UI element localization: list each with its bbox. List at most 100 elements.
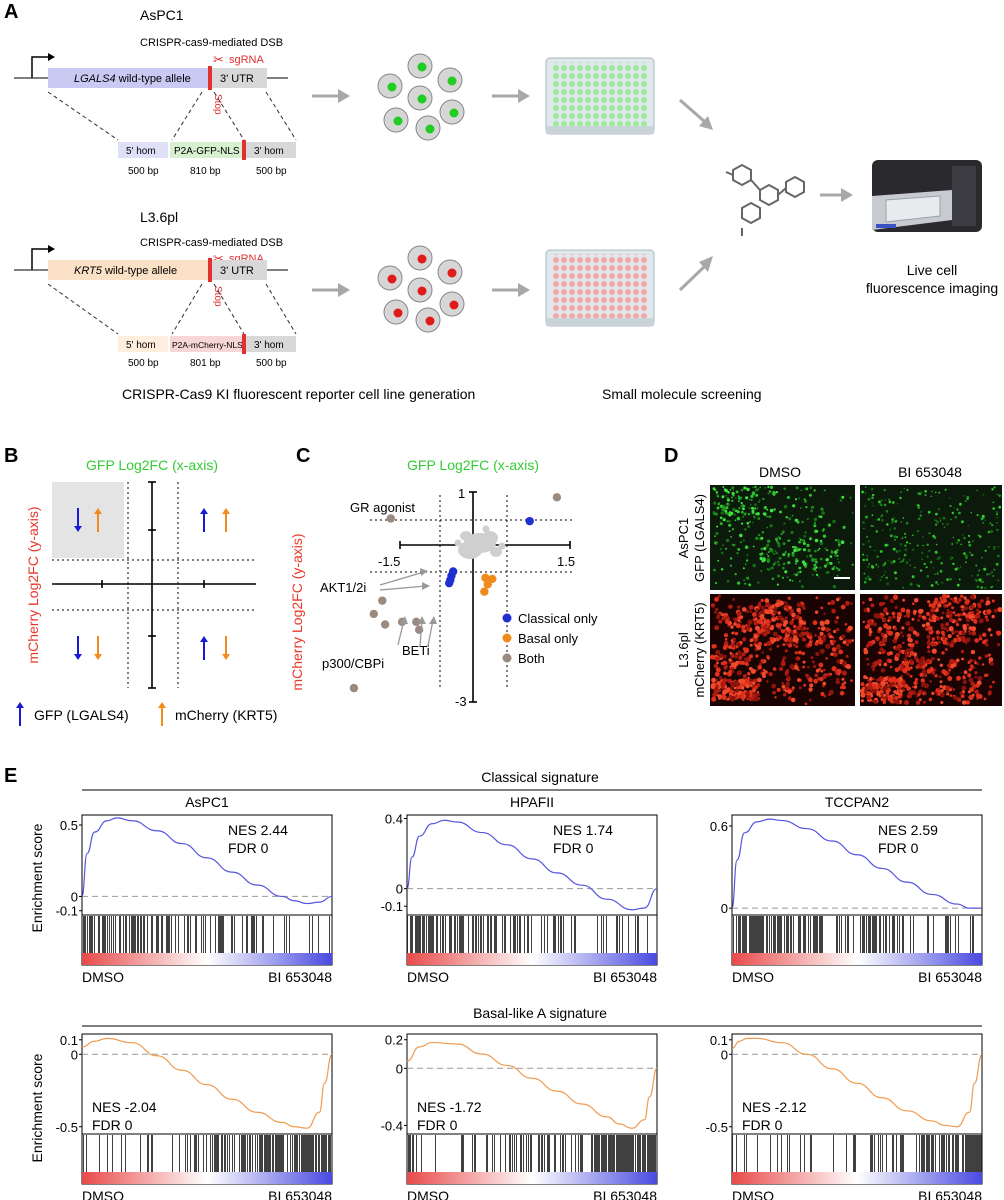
- cell-spot: [807, 666, 810, 669]
- cell-spot: [952, 695, 958, 700]
- cell-spot: [927, 650, 931, 653]
- col-label-bi: BI 653048: [898, 464, 962, 480]
- cell-spot: [860, 699, 865, 703]
- cell-spot: [717, 503, 720, 506]
- cell-spot: [762, 558, 767, 562]
- cell-spot: [888, 683, 893, 688]
- scatter-point-both: [369, 609, 378, 619]
- legend-gfp-label: GFP (LGALS4): [34, 707, 129, 723]
- cell-spot: [997, 554, 1000, 558]
- cell-spot: [803, 548, 806, 552]
- cell-spot: [819, 620, 825, 627]
- cell-spot: [743, 539, 745, 542]
- cell-spot: [836, 668, 842, 675]
- cell-spot: [775, 539, 779, 543]
- cell-spot: [840, 540, 845, 544]
- cell-spot: [906, 613, 911, 618]
- cell-spot: [761, 651, 764, 654]
- cell-nucleus: [417, 254, 427, 264]
- sgrna-label: sgRNA: [229, 54, 265, 66]
- cell-spot: [842, 685, 846, 690]
- cell-spot: [920, 678, 925, 683]
- cell-spot: [823, 694, 827, 698]
- cell-spot: [785, 681, 790, 687]
- cell-spot: [756, 645, 762, 651]
- cell-spot: [875, 519, 878, 521]
- cell-spot: [957, 597, 962, 603]
- cell-spot: [934, 573, 936, 575]
- cell-spot: [939, 663, 943, 667]
- cell-spot: [894, 635, 899, 640]
- x-label-right: BI 653048: [593, 1188, 657, 1200]
- cell-spot: [912, 630, 917, 635]
- cell-spot: [939, 685, 943, 688]
- cell-spot: [865, 554, 869, 557]
- es-ylabel-top: Enrichment score: [29, 823, 45, 932]
- cell-spot: [809, 683, 814, 688]
- fdr-label: FDR 0: [228, 840, 269, 856]
- arrowhead-icon: [74, 654, 82, 660]
- cell-spot: [836, 659, 841, 664]
- cell-nucleus: [417, 94, 427, 104]
- cell-spot: [756, 507, 759, 510]
- cell-spot: [912, 689, 916, 693]
- cell-spot: [923, 562, 926, 566]
- cell-spot: [949, 658, 955, 665]
- arrowhead-icon: [518, 283, 530, 297]
- cell-spot: [731, 496, 733, 499]
- cell-spot: [911, 548, 915, 551]
- cell-spot: [978, 656, 982, 660]
- cell-spot: [749, 638, 754, 643]
- cell-spot: [771, 550, 774, 553]
- cell-spot: [729, 651, 733, 655]
- cell-spot: [737, 691, 741, 696]
- insert-stop: [242, 334, 246, 354]
- dash-right-outer: [265, 283, 297, 335]
- cell-spot: [782, 530, 785, 533]
- allele-suffix: wild-type allele: [116, 73, 191, 85]
- cell-spot: [740, 505, 743, 508]
- cell-spot: [733, 622, 737, 626]
- cell-spot: [930, 656, 935, 661]
- cell-spot: [981, 556, 983, 559]
- cell-spot: [831, 647, 837, 652]
- cell-nucleus: [449, 300, 459, 310]
- cell-spot: [781, 629, 785, 634]
- cell-spot: [959, 613, 963, 617]
- akt-label: AKT1/2i: [320, 580, 366, 595]
- cell-spot: [909, 674, 913, 678]
- cell-spot: [935, 512, 938, 516]
- cell-spot: [798, 497, 801, 500]
- cell-spot: [894, 605, 898, 610]
- cell-spot: [905, 621, 911, 627]
- y-tick-label: 0.5: [60, 818, 78, 833]
- cell-nucleus: [447, 76, 457, 86]
- cell-spot: [724, 637, 728, 641]
- cell-spot: [947, 670, 951, 673]
- cell-spot: [731, 667, 735, 670]
- cell-spot: [944, 648, 948, 651]
- insert-box: [170, 142, 242, 158]
- hom5-box: [118, 336, 168, 352]
- cell-spot: [793, 616, 797, 620]
- cell-spot: [882, 563, 886, 567]
- cell-spot: [958, 578, 961, 581]
- cell-spot: [766, 628, 770, 632]
- cell-spot: [845, 664, 850, 669]
- dsb-label: CRISPR-cas9-mediated DSB: [140, 237, 283, 249]
- cell-spot: [735, 681, 740, 687]
- cell-spot: [822, 528, 825, 531]
- cell-spot: [740, 541, 742, 544]
- plate-edge: [546, 318, 654, 326]
- cell-spot: [775, 622, 781, 628]
- cell-spot: [779, 600, 784, 606]
- cell-spot: [868, 627, 872, 631]
- cell-spot: [735, 660, 740, 665]
- cell-spot: [980, 599, 984, 603]
- cell-spot: [955, 630, 958, 634]
- cell-spot: [776, 687, 781, 692]
- cell-spot: [748, 498, 751, 501]
- cell-spot: [815, 596, 819, 600]
- cell-spot: [909, 647, 914, 651]
- cell-spot: [822, 639, 826, 643]
